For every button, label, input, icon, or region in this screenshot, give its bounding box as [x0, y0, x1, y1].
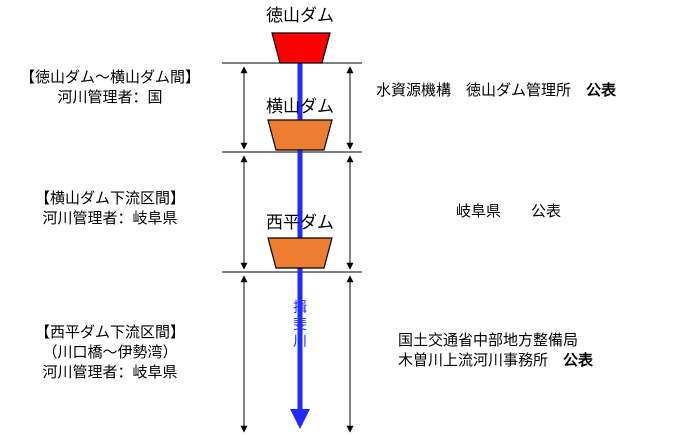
river-label-char: 川 [293, 334, 307, 350]
publish-status: 公表 [586, 81, 617, 99]
section-title: 【西平ダム下流区間】 [34, 323, 185, 341]
dam-label-tokuyama: 徳山ダム [266, 6, 334, 26]
dam-label-nishidaira: 西平ダム [266, 213, 334, 233]
section-3-right: 国土交通省中部地方整備局 木曽川上流河川事務所 公表 [398, 330, 593, 370]
section-title: 【徳山ダム～横山ダム間】 [19, 68, 200, 86]
publish-status: 公表 [531, 202, 562, 220]
river-manager: 河川管理者：国 [57, 88, 163, 106]
section-range: （川口橋～伊勢湾） [42, 343, 178, 361]
publisher-org: 国土交通省中部地方整備局 [398, 331, 579, 349]
river-manager: 河川管理者：岐阜県 [42, 209, 178, 227]
publish-status: 公表 [563, 351, 594, 369]
section-1-right: 水資源機構 徳山ダム管理所 公表 [376, 80, 616, 100]
section-title: 【横山ダム下流区間】 [34, 189, 185, 207]
section-2-right: 岐阜県 公表 [456, 201, 561, 221]
river-manager: 河川管理者：岐阜県 [42, 363, 178, 381]
section-3-left: 【西平ダム下流区間】 （川口橋～伊勢湾） 河川管理者：岐阜県 [0, 322, 220, 382]
publisher-office: 木曽川上流河川事務所 [398, 351, 549, 369]
publisher-org: 水資源機構 徳山ダム管理所 [376, 81, 572, 99]
river-label: 揖 斐 川 [291, 300, 309, 351]
dam-shape [267, 119, 333, 151]
dam-label-yokoyama: 横山ダム [266, 97, 334, 117]
river-label-char: 揖 [293, 300, 307, 316]
dam-shape [267, 237, 333, 269]
publisher-org: 岐阜県 [456, 202, 502, 220]
dam-shape [271, 32, 331, 64]
section-1-left: 【徳山ダム～横山ダム間】 河川管理者：国 [0, 67, 220, 107]
river-label-char: 斐 [293, 317, 307, 333]
section-2-left: 【横山ダム下流区間】 河川管理者：岐阜県 [0, 188, 220, 228]
